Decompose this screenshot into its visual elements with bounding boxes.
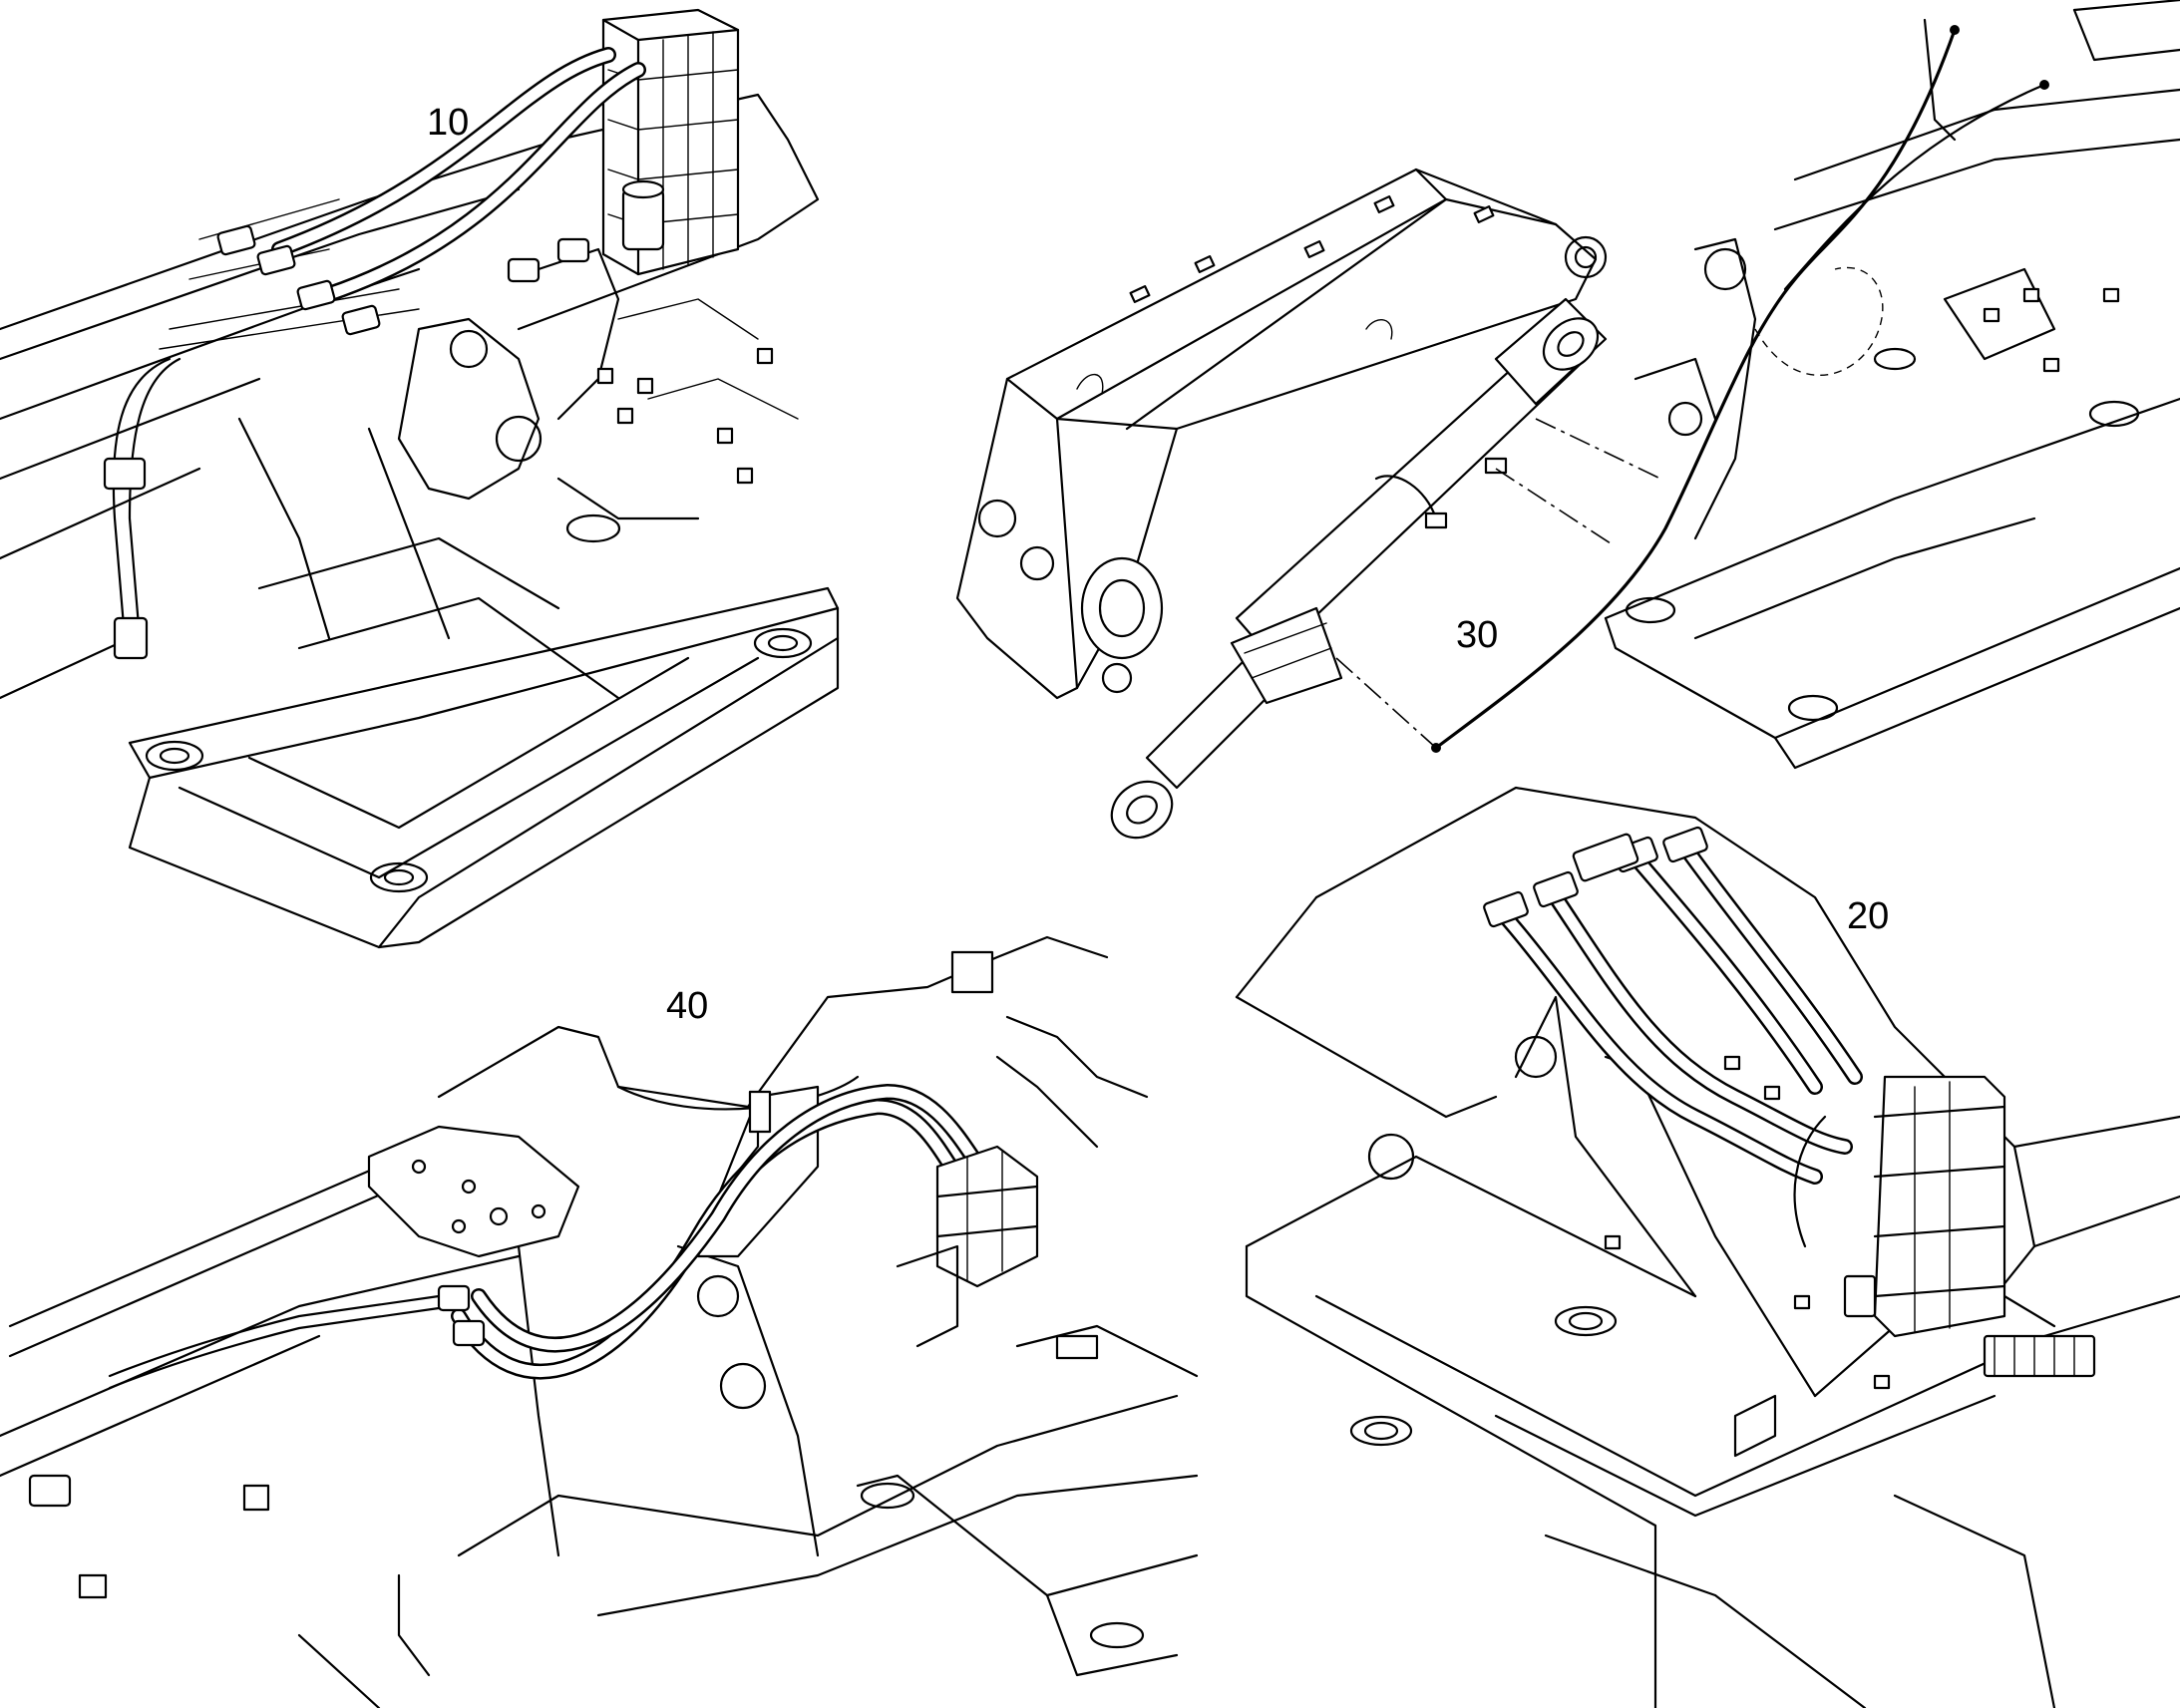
view-30-boom bbox=[955, 168, 1608, 700]
view-10-control-valve bbox=[601, 8, 740, 276]
view-10-drawing bbox=[0, 8, 840, 949]
view-10-small-parts bbox=[596, 347, 774, 485]
view-20-frame bbox=[1235, 786, 2180, 1708]
view-30-routing bbox=[1335, 418, 1661, 749]
view-20-hoses bbox=[1498, 840, 2056, 1328]
view-30-drawing bbox=[955, 0, 2180, 840]
view-40-hoses bbox=[108, 1083, 980, 1390]
view-40-frame bbox=[0, 935, 1199, 1708]
view-40-plate bbox=[367, 1125, 580, 1258]
callout-10: 10 bbox=[427, 102, 470, 144]
callout-30: 30 bbox=[1456, 614, 1499, 656]
view-10-frame bbox=[0, 93, 840, 949]
callout-20: 20 bbox=[1847, 895, 1890, 937]
view-20-fittings bbox=[1483, 826, 1708, 928]
callout-40: 40 bbox=[666, 985, 709, 1027]
view-20-valve bbox=[1843, 1075, 2096, 1378]
view-30-frame bbox=[1604, 0, 2180, 770]
view-20-drawing bbox=[1235, 786, 2180, 1708]
view-40-drawing bbox=[0, 935, 1199, 1708]
view-30-cylinder bbox=[1110, 297, 1608, 840]
view-40-valve bbox=[437, 1145, 1039, 1348]
view-10-hoses bbox=[103, 47, 646, 660]
view-10-fittings bbox=[216, 224, 590, 336]
